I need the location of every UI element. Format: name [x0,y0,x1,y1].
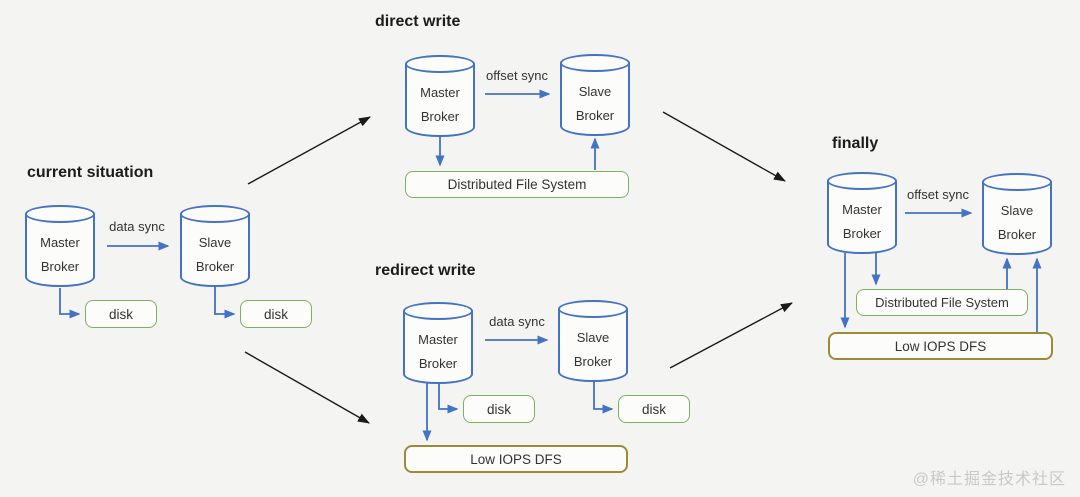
cylinder-top-ellipse [560,54,630,72]
cylinder-body [403,311,473,384]
current-master-broker-label: Master Broker [40,234,80,274]
cylinder-body [558,309,628,382]
redirect-master-disk-box: disk [463,395,535,423]
finally-master-broker-cylinder: Master Broker [827,172,897,254]
redirect-slave-broker-label: Slave Broker [573,329,613,369]
cylinder-body [982,182,1052,255]
disk-label: disk [263,306,288,322]
arrow-current-to-direct [247,116,371,185]
direct-master-broker-label: Master Broker [420,84,460,124]
redirect-data-sync-label: data sync [489,314,545,329]
cylinder-body [180,214,250,287]
redirect-slave-disk-box: disk [618,395,690,423]
cylinder-body [827,181,897,254]
cylinder-top-ellipse [827,172,897,190]
low-iops-dfs-label: Low IOPS DFS [894,338,987,354]
dfs-label: Distributed File System [875,295,1009,310]
finally-title: finally [832,135,879,152]
direct-write-title: direct write [375,13,461,30]
cylinder-top-ellipse [982,173,1052,191]
disk-label: disk [641,401,666,417]
disk-label: disk [108,306,133,322]
connector-redirect-slave-to-disk [593,381,614,414]
redirect-slave-broker-cylinder: Slave Broker [558,300,628,382]
finally-dfs-box: Distributed File System [856,289,1028,316]
direct-offset-sync-label: offset sync [486,68,548,83]
current-data-sync-label: data sync [109,219,165,234]
finally-low-iops-dfs-box: Low IOPS DFS [828,332,1053,360]
cylinder-top-ellipse [405,55,475,73]
arrow-direct-to-finally [662,111,786,182]
arrow-redirect-to-finally [669,302,793,369]
finally-slave-broker-cylinder: Slave Broker [982,173,1052,255]
current-master-disk-box: disk [85,300,157,328]
disk-label: disk [486,401,511,417]
arrow-current-to-redirect [244,351,370,424]
connector-current-slave-to-disk [214,287,236,319]
cylinder-top-ellipse [558,300,628,318]
cylinder-body [25,214,95,287]
finally-offset-sync-label: offset sync [907,187,969,202]
redirect-low-iops-dfs-box: Low IOPS DFS [404,445,628,473]
current-situation-title: current situation [27,164,154,181]
low-iops-dfs-label: Low IOPS DFS [470,451,562,467]
cylinder-body [405,64,475,137]
cylinder-top-ellipse [25,205,95,223]
connector-redirect-master-to-disk [438,383,459,414]
redirect-write-title: redirect write [375,262,476,279]
watermark: @稀土掘金技术社区 [912,471,1066,488]
direct-dfs-box: Distributed File System [405,171,629,198]
connector-current-master-to-disk [59,288,81,319]
redirect-master-broker-cylinder: Master Broker [403,302,473,384]
current-slave-broker-label: Slave Broker [195,234,235,274]
finally-slave-broker-label: Slave Broker [997,202,1037,242]
current-slave-disk-box: disk [240,300,312,328]
cylinder-top-ellipse [180,205,250,223]
redirect-master-broker-label: Master Broker [418,331,458,371]
current-master-broker-cylinder: Master Broker [25,205,95,287]
finally-master-broker-label: Master Broker [842,201,882,241]
direct-slave-broker-cylinder: Slave Broker [560,54,630,136]
direct-slave-broker-label: Slave Broker [575,83,615,123]
cylinder-body [560,63,630,136]
direct-master-broker-cylinder: Master Broker [405,55,475,137]
dfs-label: Distributed File System [447,177,587,192]
current-slave-broker-cylinder: Slave Broker [180,205,250,287]
cylinder-top-ellipse [403,302,473,320]
